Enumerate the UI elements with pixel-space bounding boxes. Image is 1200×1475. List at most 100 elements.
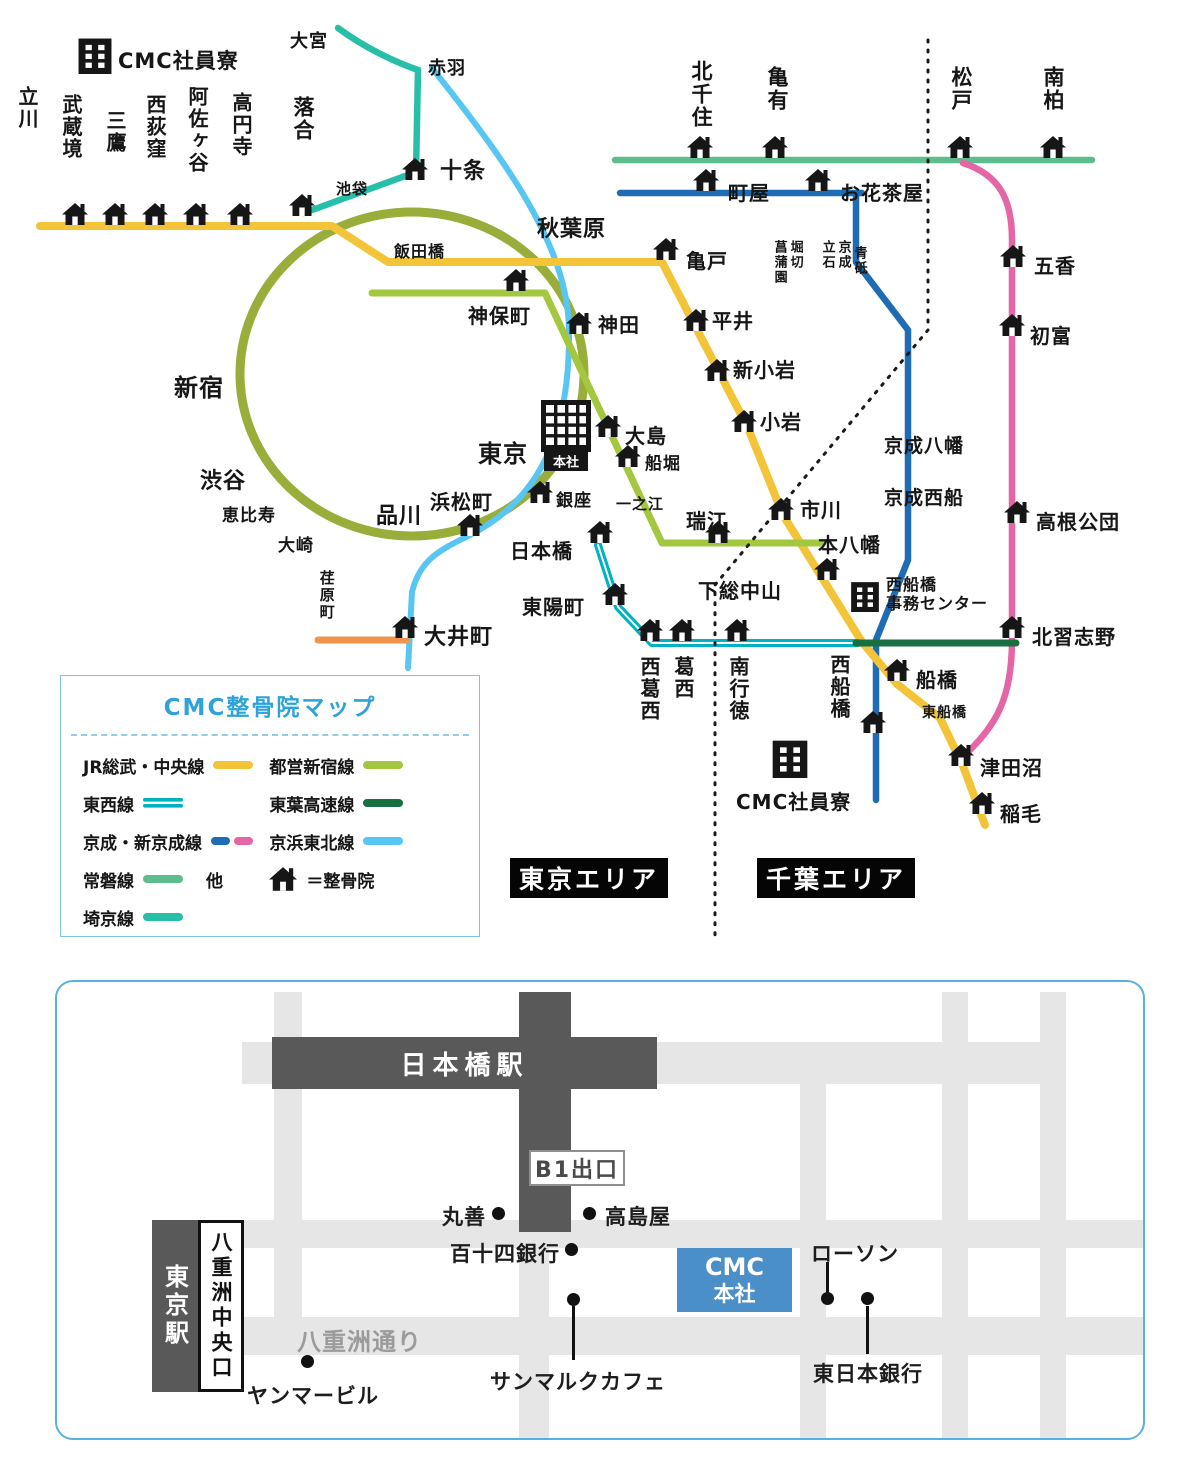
road [519,1232,549,1438]
saikyo-line [300,24,422,217]
station-label-shibuya: 渋谷 [200,469,247,494]
street-map: 日本橋駅 B1出口 東京駅 八重洲中央口 CMC 本社 丸善 高島屋 百十四銀行… [55,980,1145,1440]
legend-clinic-house-icon [269,867,297,891]
clinic-house-icon [227,203,253,225]
road [197,1220,1143,1248]
clinic-house-icon [102,203,128,225]
station-label-ichikawa: 市川 [800,498,842,522]
nihombashi-station-band: 日本橋駅 [272,1037,657,1089]
clinic-house-icon [724,619,750,641]
legend-item-toyo: 東葉高速線 [269,790,404,816]
poi-label-higashi-nippon-bank: 東日本銀行 [813,1362,923,1386]
clinic-house-icon [1004,501,1030,523]
station-label-keisei-yawata: 京成八幡 [884,435,965,457]
legend-label-other: 他 [206,871,223,892]
cmc-headquarters-label-line1: CMC [704,1253,765,1281]
station-label-shinkoiwa: 新小岩 [733,358,796,382]
clinic-house-icon [704,359,730,381]
clinic-house-icon [762,136,788,158]
legend-label-clinic: ＝整骨院 [306,871,375,892]
poi-dot-yanmar-building [301,1355,314,1368]
subway-line-band [519,992,571,1232]
station-label-jujo: 十条 [440,159,487,184]
station-label-funabori: 船堀 [645,454,681,474]
dormitory-label-2: CMC社員寮 [736,790,852,814]
keisei-line [616,189,912,804]
station-label-kanda: 神田 [598,313,640,337]
clinic-house-icon [884,659,910,681]
station-label-kameido: 亀戸 [686,249,728,273]
legend-label-tozai: 東西線 [83,795,134,816]
station-label-koiwa: 小岩 [760,410,802,434]
station-label-horikiri-shobuen-b: 菖蒲園 [771,240,787,285]
station-label-keisei-nishifuna: 京成西船 [884,487,965,509]
station-label-tokyo: 東京 [478,440,528,468]
station-label-shinagawa: 品川 [376,504,423,529]
legend-item-saikyo: 埼京線 [83,904,253,930]
legend-label-jr: JR総武・中央線 [83,757,205,778]
tozai-line-center-stripe [597,544,859,644]
legend-label-keihin: 京浜東北線 [269,833,355,854]
station-label-ojima: 大島 [625,424,667,448]
station-label-hirai: 平井 [712,309,754,333]
station-label-hatsutomi: 初富 [1030,324,1072,348]
cmc-headquarters-box: CMC 本社 [677,1248,792,1312]
legend-swatch-joban [143,875,183,883]
poi-label-hyakujushi-bank: 百十四銀行 [450,1242,560,1266]
station-label-nishikasai: 西葛西 [637,656,661,722]
poi-label-maruzen: 丸善 [442,1205,486,1229]
clinic-house-icon [687,136,713,158]
station-label-asagaya: 阿佐ヶ谷 [185,86,209,174]
keihin-tohoku-line [405,65,573,671]
station-label-osaki: 大崎 [278,536,314,556]
station-label-mizue: 瑞江 [686,509,728,533]
clinic-house-icon [999,314,1025,336]
clinic-house-icon [587,521,613,543]
station-label-toyocho: 東陽町 [522,595,585,619]
clinic-house-icon [999,616,1025,638]
legend-label-keisei: 京成・新京成線 [83,833,202,854]
station-label-keisei-tateishi-b: 立石 [819,240,835,270]
legend-label-toyo: 東葉高速線 [269,795,355,816]
clinic-house-icon [595,415,621,437]
legend-separator [71,734,469,736]
poi-label-takashimaya: 高島屋 [605,1205,671,1229]
road-yaesu-street [197,1317,1143,1355]
station-label-kita-narashino: 北習志野 [1032,625,1116,649]
legend-columns: JR総武・中央線 東西線 京成・新京成線 [83,752,404,930]
legend-item-keihin: 京浜東北線 [269,828,404,854]
dormitory-label: CMC社員寮 [118,49,239,73]
shin-keisei-line [959,159,1016,756]
yaesu-central-exit-box: 八重洲中央口 [198,1220,244,1392]
station-label-mitaka: 三鷹 [103,110,127,154]
station-label-goko: 五香 [1034,254,1076,278]
legend-label-saikyo: 埼京線 [83,909,134,930]
legend-swatch-toei [363,761,404,769]
road [800,1042,826,1438]
nihombashi-station-label: 日本橋駅 [400,1050,529,1081]
toei-shinjuku-line [368,289,827,547]
dormitory-building-icon [78,38,112,74]
clinic-house-icon [1040,136,1066,158]
connector-line-lawson [826,1262,829,1294]
station-label-horikiri-shobuen-a: 堀切 [787,240,803,270]
clinic-house-icon [805,169,831,191]
clinic-house-icon [503,269,529,291]
poi-dot-higashi-nippon-bank [861,1292,874,1305]
clinic-house-icon [457,514,483,536]
station-label-machiya: 町屋 [728,181,770,205]
station-label-ebisu: 恵比寿 [222,506,276,526]
connector-line-saint-marc-cafe [572,1306,575,1360]
station-label-matsudo: 松戸 [949,66,974,112]
poi-dot-saint-marc-cafe [567,1293,580,1306]
legend-swatch-saikyo [143,913,183,921]
office-center-label-line2: 事務センター [886,594,989,613]
tokyo-area-badge: 東京エリア [510,858,668,898]
station-label-nihombashi: 日本橋 [510,539,573,563]
station-label-minami-gyotoku: 南行徳 [726,656,750,722]
clinic-house-icon [62,203,88,225]
chiba-area-badge: 千葉エリア [757,858,915,898]
clinic-house-icon [289,194,315,216]
clinic-house-icon [814,558,840,580]
station-label-oimachi: 大井町 [424,625,494,650]
